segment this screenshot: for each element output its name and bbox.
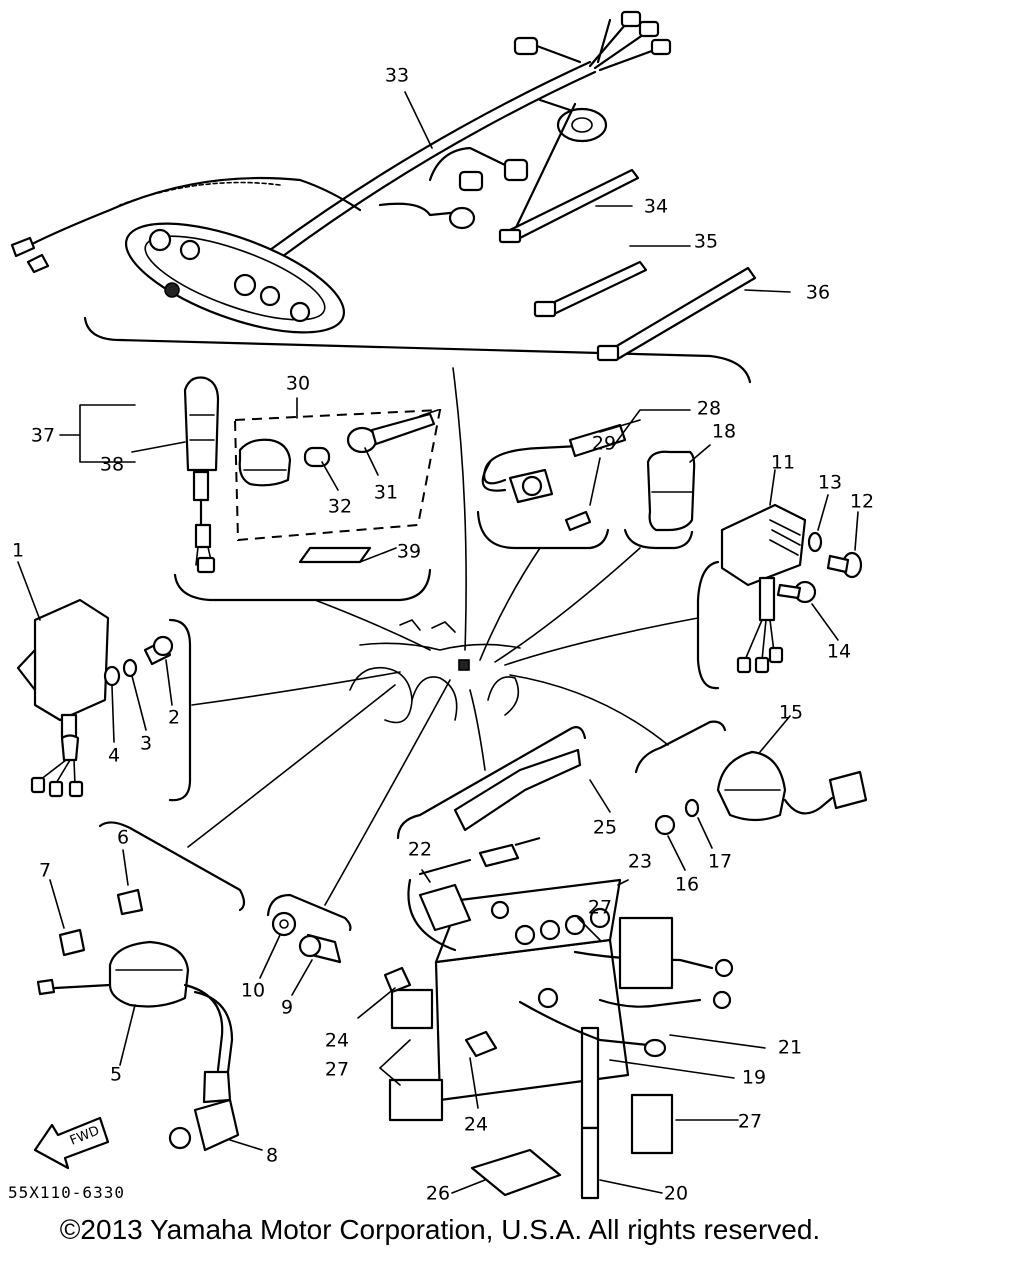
callout-13: 13 [818,472,842,494]
battery-group [383,748,734,1200]
callout-32: 32 [328,496,352,518]
callout-24b: 24 [464,1114,488,1136]
callout-29: 29 [592,433,616,455]
ignition-coil [36,888,240,1152]
callout-34: 34 [644,196,668,218]
callout-9: 9 [281,997,293,1019]
starter-relay [654,750,868,836]
callout-27a: 27 [588,897,612,919]
callout-24a: 24 [325,1030,349,1052]
callout-3: 3 [140,733,152,755]
group-brackets [83,316,752,932]
callout-6: 6 [117,827,129,849]
cable-bands [498,168,757,362]
callout-11: 11 [771,452,795,474]
callout-15: 15 [779,702,803,724]
callout-28: 28 [697,398,721,420]
callout-20: 20 [664,1183,688,1205]
cdi-unit [16,598,174,798]
callout-33: 33 [385,65,409,87]
callout-17: 17 [708,851,732,873]
main-switch [59,376,220,574]
callout-10: 10 [241,980,265,1002]
callout-27b: 27 [325,1059,349,1081]
callout-30: 30 [286,373,310,395]
switch-kit [233,408,442,564]
rectifier-regulator [720,503,863,674]
callout-21: 21 [778,1037,802,1059]
callout-16: 16 [675,874,699,896]
callout-22: 22 [408,839,432,861]
callout-25: 25 [593,817,617,839]
forward-arrow: FWD [33,1116,110,1170]
callout-38: 38 [100,454,124,476]
drawing-number: 55X110-6330 [8,1183,125,1202]
callout-26: 26 [426,1183,450,1205]
fuse-holder [481,419,641,532]
callout-1: 1 [12,540,24,562]
callout-27c: 27 [738,1111,762,1133]
callout-18: 18 [712,421,736,443]
callout-12: 12 [850,491,874,513]
callout-2: 2 [168,707,180,729]
wire-harness [10,10,672,334]
callout-7: 7 [39,860,51,882]
callout-5: 5 [110,1064,122,1086]
copyright-notice: ©2013 Yamaha Motor Corporation, U.S.A. A… [59,1214,821,1245]
callout-36: 36 [806,282,830,304]
callout-37: 37 [31,425,55,447]
callout-8: 8 [266,1145,278,1167]
callout-19: 19 [742,1067,766,1089]
frame-sketch [349,619,521,724]
callout-4: 4 [108,745,120,767]
callout-14: 14 [827,641,851,663]
bolt-washer [271,911,342,964]
callout-23: 23 [628,851,652,873]
callout-35: 35 [694,231,718,253]
callout-leaders [17,91,859,1194]
callout-39: 39 [397,541,421,563]
relay-cover [646,450,696,532]
callout-numbers: 1 2 3 4 5 6 7 8 9 10 11 12 13 14 15 16 1… [12,65,874,1205]
callout-31: 31 [374,482,398,504]
leader-lines [187,367,699,906]
